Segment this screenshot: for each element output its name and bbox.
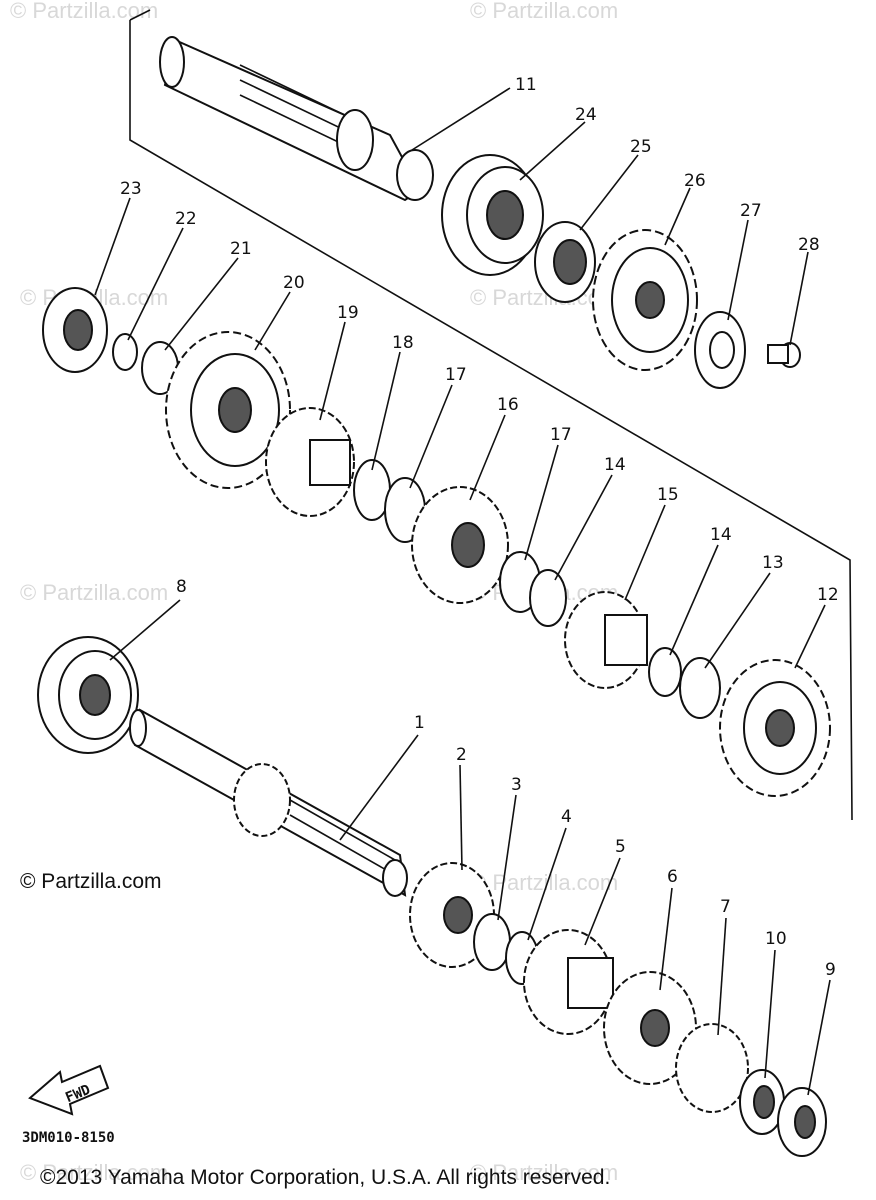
callout-27: 27 <box>740 201 762 221</box>
drive-axle <box>159 36 434 202</box>
callout-23: 23 <box>120 179 142 199</box>
callout-20: 20 <box>283 273 305 293</box>
callout-19: 19 <box>337 303 359 323</box>
gear-12 <box>719 659 831 797</box>
callout-17: 17 <box>445 365 467 385</box>
callout-21: 21 <box>230 239 252 259</box>
bearing-23 <box>42 287 108 373</box>
watermark: © Partzilla.com <box>470 1160 618 1185</box>
fwd-arrow-icon: FWD <box>28 1064 110 1116</box>
gear-5 <box>523 929 614 1035</box>
gear-15 <box>564 591 648 689</box>
callout-9: 9 <box>825 960 836 980</box>
callout-8: 8 <box>176 577 187 597</box>
callout-26: 26 <box>684 171 706 191</box>
callout-25: 25 <box>630 137 652 157</box>
group-outline <box>129 9 151 21</box>
callout-22: 22 <box>175 209 197 229</box>
callout-13: 13 <box>762 553 784 573</box>
callout-15: 15 <box>657 485 679 505</box>
gear-20 <box>165 331 291 489</box>
callout-10: 10 <box>765 929 787 949</box>
seal-9 <box>777 1087 827 1157</box>
diagram-code: 3DM010-8150 <box>22 1130 115 1146</box>
callout-18: 18 <box>392 333 414 353</box>
circlip-14b <box>648 647 682 697</box>
callout-7: 7 <box>720 897 731 917</box>
leader-lines <box>94 87 831 1096</box>
washer-13 <box>679 657 721 719</box>
gear-16 <box>411 486 509 604</box>
group-outline <box>129 20 853 821</box>
copyright-line: ©2013 Yamaha Motor Corporation, U.S.A. A… <box>40 1166 610 1189</box>
callout-14: 14 <box>604 455 626 475</box>
watermark: © Partzilla.com <box>20 580 168 605</box>
callout-4: 4 <box>561 807 572 827</box>
watermark: © Partzilla.com <box>470 0 618 23</box>
washer-10 <box>739 1069 785 1135</box>
callout-6: 6 <box>667 867 678 887</box>
callout-24: 24 <box>575 105 597 125</box>
gear-19 <box>265 407 355 517</box>
callout-12: 12 <box>817 585 839 605</box>
main-axle-1 <box>129 708 408 897</box>
bearing-8 <box>37 636 139 754</box>
washer-3 <box>473 913 511 971</box>
callout-16: 16 <box>497 395 519 415</box>
callout-labels: 11 24 25 26 27 28 23 22 21 20 19 18 17 1… <box>120 75 839 980</box>
watermark: © Partzilla.com <box>20 1160 168 1185</box>
lock-washer-27 <box>694 311 746 389</box>
circlip-22 <box>112 333 138 371</box>
gear-7 <box>675 1023 749 1113</box>
callout-11: 11 <box>515 75 537 95</box>
callout-2: 2 <box>456 745 467 765</box>
callout-14b: 14 <box>710 525 732 545</box>
oil-seal-25 <box>534 221 596 303</box>
callout-17b: 17 <box>550 425 572 445</box>
callout-1: 1 <box>414 713 425 733</box>
bolt-28 <box>767 342 801 368</box>
sprocket-26 <box>592 229 698 371</box>
callout-3: 3 <box>511 775 522 795</box>
watermark: © Partzilla.com <box>10 0 158 23</box>
callout-28: 28 <box>798 235 820 255</box>
circlip-14 <box>529 569 567 627</box>
callout-5: 5 <box>615 837 626 857</box>
bearing-24 <box>441 154 544 276</box>
partzilla-notice: © Partzilla.com <box>20 870 162 893</box>
